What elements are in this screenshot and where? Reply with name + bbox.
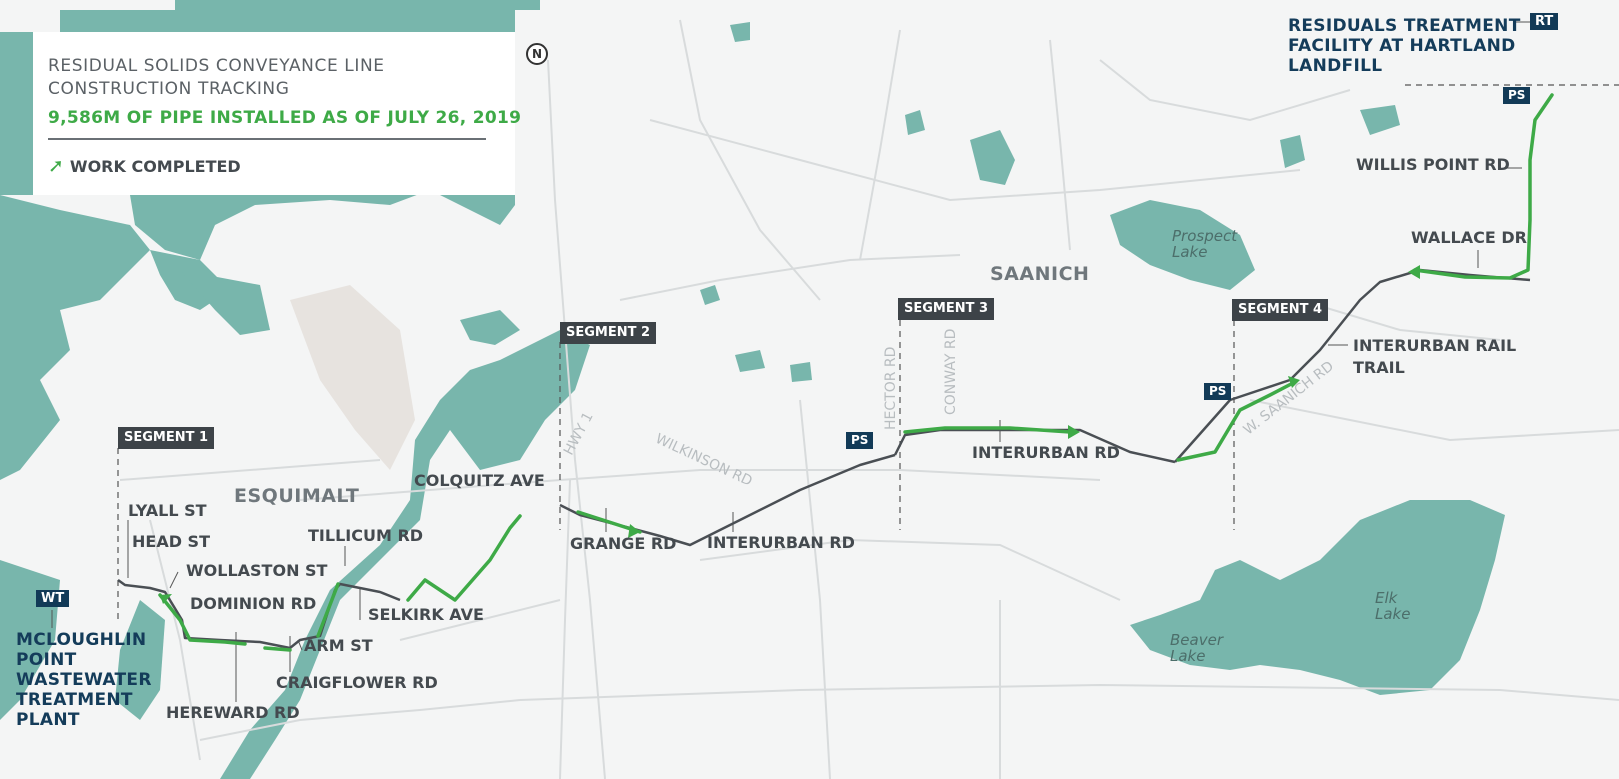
street-label: WILLIS POINT RD <box>1356 155 1510 174</box>
progress-text: 9,586M OF PIPE INSTALLED AS OF JULY 26, … <box>48 108 522 128</box>
street-label: LYALL ST <box>128 501 207 520</box>
street-label: GRANGE RD <box>570 534 677 553</box>
street-label: WOLLASTON ST <box>186 561 328 580</box>
pump-station-badge: PS <box>1503 87 1531 104</box>
street-label: HEREWARD RD <box>166 703 300 722</box>
street-label: SELKIRK AVE <box>368 605 484 624</box>
segment-1-badge: SEGMENT 1 <box>118 427 215 449</box>
arrow-head <box>628 524 640 538</box>
wastewater-plant-label: MCLOUGHLIN POINT WASTEWATER TREATMENT PL… <box>16 630 152 730</box>
legend-work-completed: ➚WORK COMPLETED <box>48 155 241 177</box>
lake-label: Elk Lake <box>1375 589 1411 623</box>
segment-4-badge: SEGMENT 4 <box>1232 299 1329 321</box>
street-label: DOMINION RD <box>190 594 317 613</box>
elk-beaver-lake <box>1130 500 1505 695</box>
north-arrow-icon: N <box>526 43 548 65</box>
legend-divider <box>48 138 486 140</box>
street-label: COLQUITZ AVE <box>414 471 545 490</box>
street-label: INTERURBAN RD <box>707 533 855 552</box>
completed-segment1-a <box>158 593 247 646</box>
arrow-head <box>1068 425 1080 439</box>
pipe-route-segment4 <box>1174 268 1531 463</box>
segment-2-badge: SEGMENT 2 <box>560 322 657 344</box>
street-label: WALLACE DR <box>1411 228 1527 247</box>
pump-station-badge: PS <box>846 432 874 449</box>
completed-segment1-c <box>316 582 340 638</box>
street-label: INTERURBAN RD <box>972 443 1120 462</box>
street-label: INTERURBAN RAIL TRAIL <box>1353 336 1517 377</box>
street-label: CRAIGFLOWER RD <box>276 673 438 692</box>
completed-segment4-b <box>1413 93 1554 280</box>
lake-label: Beaver Lake <box>1170 631 1223 665</box>
legend-panel: RESIDUAL SOLIDS CONVEYANCE LINE CONSTRUC… <box>33 32 521 195</box>
pipe-route-segment3 <box>893 428 1176 464</box>
segment-3-badge: SEGMENT 3 <box>898 298 995 320</box>
lake-label: Prospect Lake <box>1172 227 1238 261</box>
completed-segment4-a <box>1176 380 1297 462</box>
legend-title: RESIDUAL SOLIDS CONVEYANCE LINE CONSTRUC… <box>48 56 385 99</box>
wt-badge: WT <box>36 590 70 607</box>
street-label-faint: CONWAY RD <box>943 328 959 415</box>
completed-segment1-d <box>406 514 522 602</box>
residuals-facility-label: RESIDUALS TREATMENT FACILITY AT HARTLAND… <box>1288 16 1521 76</box>
arrow-head <box>1288 376 1300 388</box>
arrow-head <box>1408 265 1420 279</box>
pipe-route-segment1 <box>117 578 401 650</box>
esquimalt-label: ESQUIMALT <box>234 485 360 507</box>
arrow-head <box>160 594 172 604</box>
rt-badge: RT <box>1530 13 1559 30</box>
completed-segment1-b <box>263 646 292 652</box>
gorge-waterway <box>220 330 590 779</box>
pump-station-badge: PS <box>1204 383 1232 400</box>
street-label: ARM ST <box>304 636 373 655</box>
street-label: HEAD ST <box>132 532 210 551</box>
saanich-label: SAANICH <box>990 263 1090 285</box>
completed-segment3 <box>903 426 1072 434</box>
street-label-faint: HECTOR RD <box>883 346 899 430</box>
green-arrow-icon: ➚ <box>48 155 64 177</box>
street-label: TILLICUM RD <box>308 526 424 545</box>
